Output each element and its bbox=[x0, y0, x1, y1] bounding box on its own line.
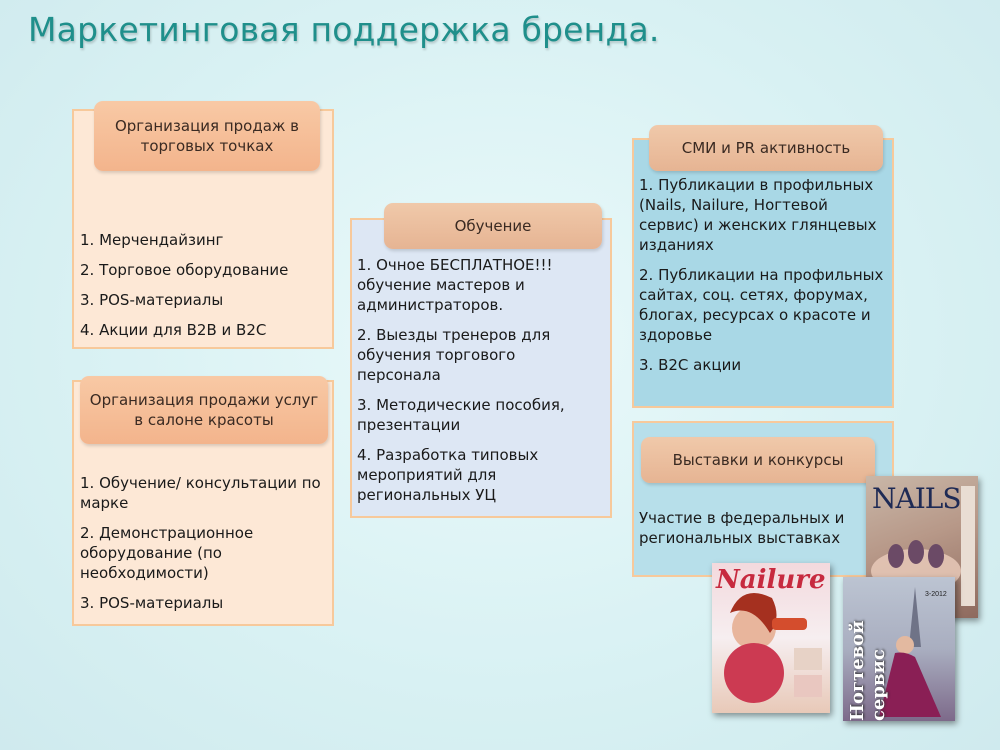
sales-points-list: 1. Мерчендайзинг 2. Торговое оборудовани… bbox=[80, 230, 328, 350]
list-item: 2. Торговое оборудование bbox=[80, 261, 289, 279]
list-item: 4. Разработка типовых мероприятий для ре… bbox=[357, 446, 539, 504]
nogtevoi-servis-magazine-cover: Ногтевой сервис 3-2012 bbox=[843, 577, 955, 721]
exhibitions-header-text: Выставки и конкурсы bbox=[672, 451, 844, 469]
list-item: 2. Демонстрационное оборудование (по нео… bbox=[80, 524, 254, 582]
list-item: 1. Публикации в профильных (Nails, Nailu… bbox=[639, 176, 877, 254]
list-item: 1. Мерчендайзинг bbox=[80, 231, 224, 249]
issue-number: 3-2012 bbox=[925, 591, 947, 598]
media-list: 1. Публикации в профильных (Nails, Nailu… bbox=[639, 175, 889, 385]
page-title: Маркетинговая поддержка бренда. bbox=[28, 10, 660, 49]
list-item: 2. Публикации на профильных сайтах, соц.… bbox=[639, 266, 884, 344]
list-item: 3. B2C акции bbox=[639, 356, 742, 374]
training-header-text: Обучение bbox=[454, 217, 532, 235]
training-box bbox=[350, 218, 612, 518]
model-illustration-icon bbox=[724, 593, 822, 703]
media-header-text: СМИ и PR активность bbox=[681, 139, 851, 157]
list-item: 3. Методические пособия, презентации bbox=[357, 396, 565, 434]
list-item: 1. Обучение/ консультации по марке bbox=[80, 474, 321, 512]
nailure-logo: Nailure bbox=[716, 565, 826, 595]
nogtevoi-logo: Ногтевой сервис bbox=[847, 620, 889, 721]
list-item: 2. Выезды тренеров для обучения торговог… bbox=[357, 326, 551, 384]
eiffel-model-illustration-icon bbox=[879, 587, 941, 717]
list-item: 3. POS-материалы bbox=[80, 291, 224, 309]
sales-points-header-text: Организация продаж в торговых точках bbox=[114, 117, 300, 155]
sales-points-header: Организация продаж в торговых точках bbox=[94, 101, 320, 171]
list-item: 3. POS-материалы bbox=[80, 594, 224, 612]
list-item: 1. Очное БЕСПЛАТНОЕ!!! обучение мастеров… bbox=[357, 256, 553, 314]
training-list: 1. Очное БЕСПЛАТНОЕ!!! обучение мастеров… bbox=[357, 255, 603, 515]
salon-sales-header: Организация продажи услуг в салоне красо… bbox=[80, 376, 328, 444]
exhibitions-text: Участие в федеральных и региональных выс… bbox=[639, 509, 845, 547]
nailure-magazine-cover: Nailure bbox=[712, 563, 830, 713]
salon-sales-header-text: Организация продажи услуг в салоне красо… bbox=[89, 391, 319, 429]
media-box bbox=[632, 138, 894, 408]
training-header: Обучение bbox=[384, 203, 602, 249]
nails-logo: NAILS bbox=[872, 482, 962, 515]
media-header: СМИ и PR активность bbox=[649, 125, 883, 171]
salon-sales-list: 1. Обучение/ консультации по марке 2. Де… bbox=[80, 473, 328, 623]
exhibitions-header: Выставки и конкурсы bbox=[641, 437, 875, 483]
list-item: 4. Акции для B2B и B2C bbox=[80, 321, 267, 339]
